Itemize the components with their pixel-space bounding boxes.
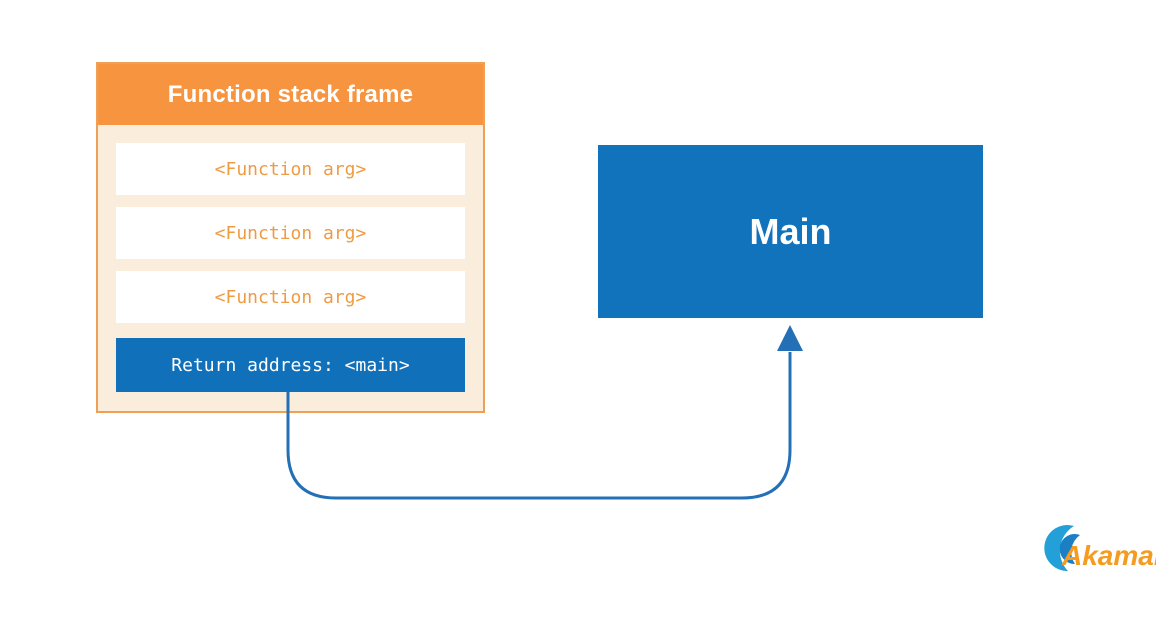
- akamai-swoosh-inner-icon: [1059, 534, 1080, 565]
- main-box-label: Main: [749, 210, 832, 252]
- function-stack-frame-title: Function stack frame: [98, 64, 483, 125]
- function-stack-frame-box: Function stack frame <Function arg> <Fun…: [96, 62, 485, 413]
- akamai-logo: Akamai: [1044, 525, 1156, 572]
- return-address-row: Return address: <main>: [116, 338, 465, 392]
- function-arg-row-3: <Function arg>: [116, 271, 465, 323]
- function-stack-frame-body: <Function arg> <Function arg> <Function …: [98, 125, 483, 411]
- main-box: Main: [598, 145, 983, 318]
- arrow-head-icon: [777, 325, 803, 351]
- akamai-swoosh-outer-icon: [1044, 525, 1074, 572]
- function-arg-row-1: <Function arg>: [116, 143, 465, 195]
- function-arg-row-2: <Function arg>: [116, 207, 465, 259]
- akamai-wordmark: Akamai: [1061, 540, 1156, 571]
